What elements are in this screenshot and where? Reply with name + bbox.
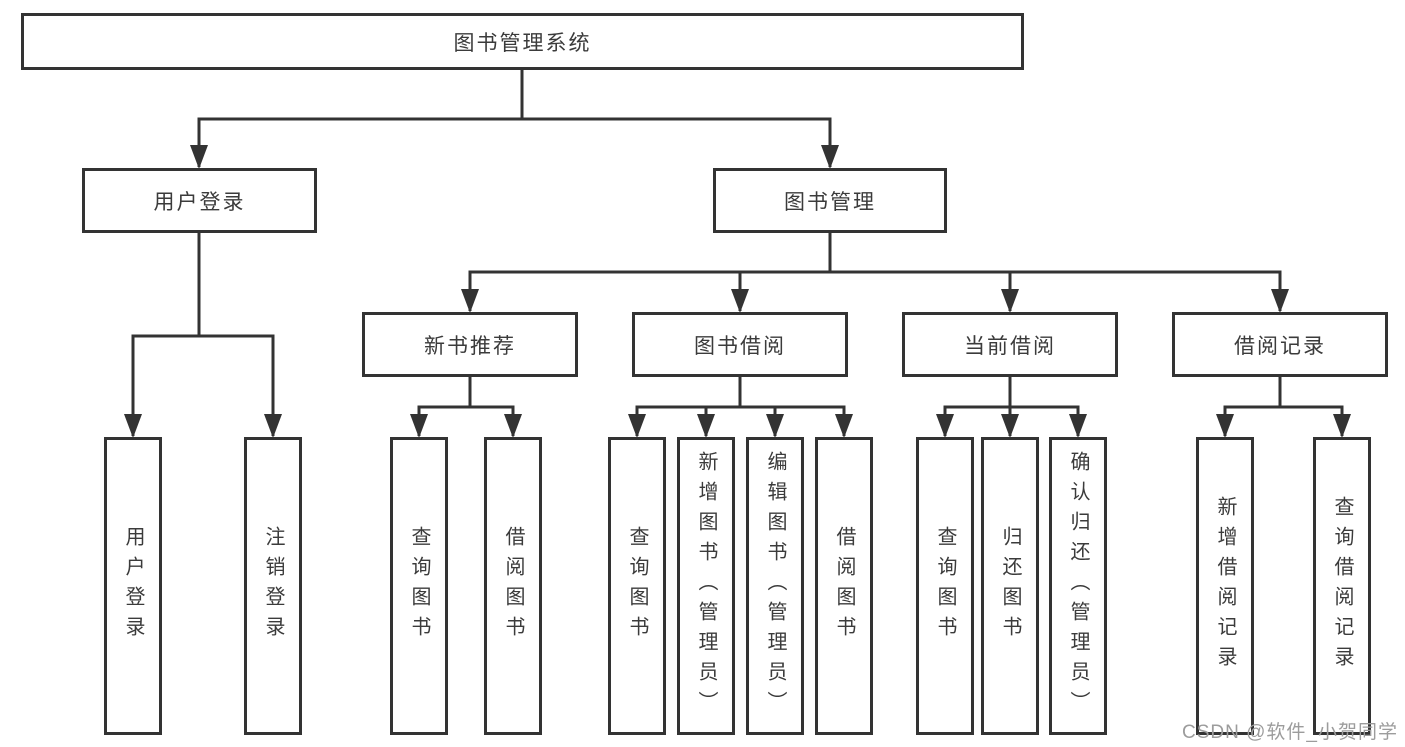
node-current-borrowing: 当前借阅 xyxy=(902,312,1118,377)
leaf-confirm-return-admin: 确认归还（管理员） xyxy=(1049,437,1107,735)
leaf-logout: 注销登录 xyxy=(244,437,302,735)
leaf-query-books: 查询图书 xyxy=(916,437,974,735)
leaf-query-books: 查询图书 xyxy=(390,437,448,735)
node-borrowing-records: 借阅记录 xyxy=(1172,312,1388,377)
csdn-watermark: CSDN @软件_小贺同学 xyxy=(1182,722,1398,743)
node-library-management-system: 图书管理系统 xyxy=(21,13,1024,70)
leaf-borrow-books: 借阅图书 xyxy=(815,437,873,735)
leaf-return-book: 归还图书 xyxy=(981,437,1039,735)
leaf-user-login: 用户登录 xyxy=(104,437,162,735)
node-book-borrowing: 图书借阅 xyxy=(632,312,848,377)
leaf-borrow-books: 借阅图书 xyxy=(484,437,542,735)
node-new-book-recommendation: 新书推荐 xyxy=(362,312,578,377)
leaf-add-book-admin: 新增图书（管理员） xyxy=(677,437,735,735)
node-book-management: 图书管理 xyxy=(713,168,947,233)
leaf-add-borrowing-record: 新增借阅记录 xyxy=(1196,437,1254,735)
leaf-query-borrowing-record: 查询借阅记录 xyxy=(1313,437,1371,735)
leaf-edit-book-admin: 编辑图书（管理员） xyxy=(746,437,804,735)
leaf-query-books: 查询图书 xyxy=(608,437,666,735)
node-user-login: 用户登录 xyxy=(82,168,317,233)
